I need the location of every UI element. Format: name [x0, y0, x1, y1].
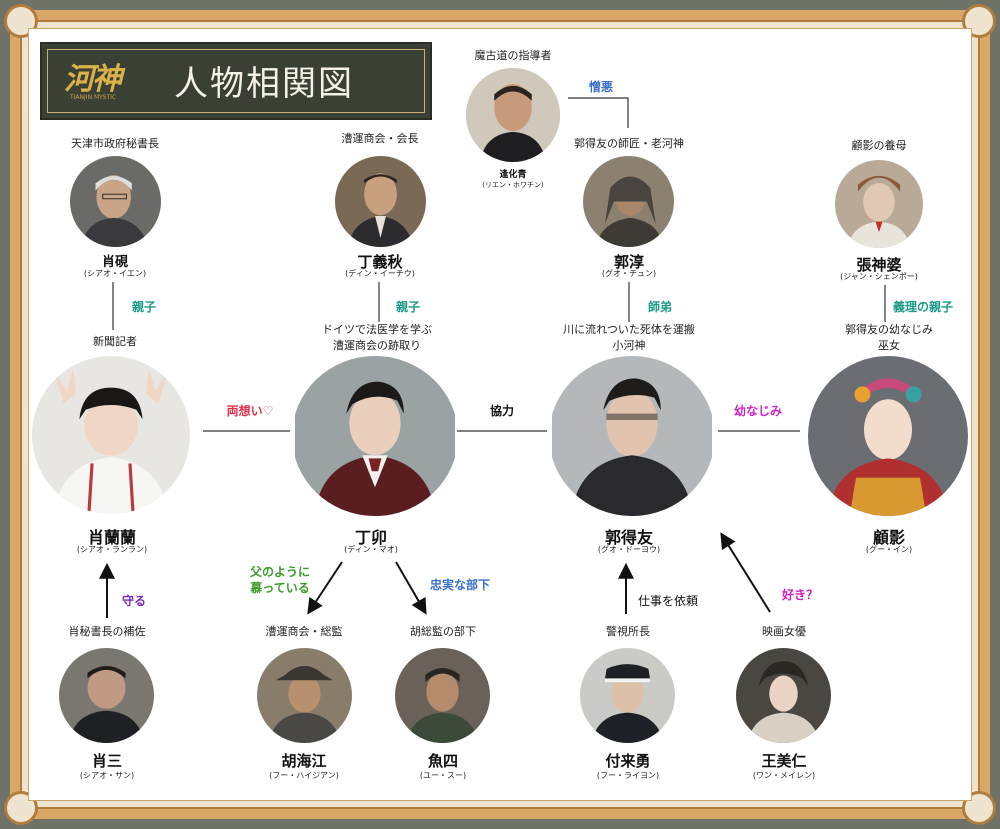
portrait-dingmao: [292, 356, 458, 516]
portrait-zhangshenpo: [835, 160, 923, 248]
line-lianhua-guochun: [568, 97, 629, 128]
reading-lanlan: (シアオ・ランラン): [76, 545, 148, 554]
role-huhaijiang: 漕運商会・総監: [265, 625, 343, 638]
name-yusi: 魚四: [427, 752, 459, 770]
name-fulaiyong: 付来勇: [605, 752, 651, 770]
corner-ornament: [962, 791, 996, 825]
relation-dingmao-hu: 父のように 慕っている: [249, 565, 311, 595]
relation-guochun-guodeyou: 師弟: [647, 300, 673, 314]
relation-lianhua-guochun: 憎悪: [588, 80, 614, 94]
reading-dingmao: (ディン・マオ): [344, 545, 398, 554]
role-dingmao: ドイツで法医学を学ぶ 漕運商会の跡取り: [322, 323, 432, 352]
portrait-fulaiyong: [580, 648, 675, 743]
role-lanlan: 新聞記者: [93, 335, 137, 348]
portrait-lanlan: [32, 356, 190, 514]
role-dingyiqiu: 漕運商会・会長: [341, 132, 419, 145]
arrow-wang-guodeyou: [720, 532, 771, 613]
page-title: 人物相関図: [174, 64, 354, 104]
role-wangmeiren: 映画女優: [762, 625, 806, 638]
portrait-guying: [808, 356, 968, 516]
arrow-dingmao-hu: [307, 561, 343, 615]
reading-fulaiyong: (フー・ライヨン): [596, 771, 660, 780]
reading-guying: (グー・イン): [865, 545, 913, 554]
relation-xiaosan-lanlan: 守る: [121, 594, 147, 608]
reading-dingyiqiu: (ディン・イーチウ): [345, 269, 415, 278]
reading-xiaoyan: (シアオ・イエン): [83, 269, 147, 278]
reading-lianhuaqing: (リエン・ホワチン): [482, 181, 544, 189]
role-xiaoyan: 天津市政府秘書長: [71, 137, 159, 150]
name-guodeyou: 郭得友: [604, 528, 654, 547]
relation-dingmao-yusi: 忠実な部下: [429, 578, 491, 592]
reading-wangmeiren: (ワン・メイレン): [752, 771, 816, 780]
arrow-dingmao-yusi: [395, 561, 427, 615]
relation-guodeyou-guying: 幼なじみ: [733, 404, 783, 418]
reading-huhaijiang: (フー・ハイジアン): [269, 771, 339, 780]
name-guying: 顧影: [872, 528, 906, 547]
portrait-xiaoyan: [70, 156, 161, 247]
title-banner: 河神 TIANJIN MYSTIC 人物相関図: [40, 42, 432, 120]
reading-guochun: (グオ・チュン): [601, 269, 657, 278]
relation-lanlan-dingmao: 両想い♡: [226, 404, 274, 418]
reading-zhangshenpo: (ジャン・シェンポー): [840, 272, 918, 281]
reading-yusi: (ユー・スー): [419, 771, 467, 780]
name-guochun: 郭淳: [613, 253, 645, 271]
relation-zhang-guying: 義理の親子: [892, 300, 954, 314]
portrait-guodeyou: [549, 356, 715, 516]
name-lanlan: 肖蘭蘭: [87, 528, 137, 547]
logo-subtitle: TIANJIN MYSTIC: [70, 94, 117, 101]
name-zhangshenpo: 張神婆: [856, 256, 902, 274]
role-yusi: 胡総監の部下: [410, 625, 476, 638]
name-xiaosan: 肖三: [91, 752, 123, 770]
logo: 河神: [64, 62, 122, 97]
portrait-dingyiqiu: [335, 156, 426, 247]
role-xiaosan: 肖秘書長の補佐: [68, 625, 146, 638]
role-guochun: 郭得友の師匠・老河神: [574, 137, 684, 150]
relation-xiaoyan-lanlan: 親子: [131, 300, 157, 314]
name-dingyiqiu: 丁義秋: [357, 253, 403, 271]
reading-guodeyou: (グオ・ドーヨウ): [597, 545, 661, 554]
portrait-lianhuaqing: [466, 68, 560, 162]
name-wangmeiren: 王美仁: [761, 752, 807, 770]
role-guying: 郭得友の幼なじみ 巫女: [845, 323, 933, 352]
name-dingmao: 丁卯: [354, 528, 388, 547]
relation-dingmao-guodeyou: 協力: [489, 404, 515, 418]
relation-dingyiqiu-dingmao: 親子: [395, 300, 421, 314]
portrait-yusi: [395, 648, 490, 743]
name-lianhuaqing: 逢化青: [499, 170, 527, 180]
portrait-wangmeiren: [736, 648, 831, 743]
role-zhangshenpo: 顧影の養母: [851, 139, 907, 152]
role-guodeyou: 川に流れついた死体を運搬 小河神: [563, 323, 695, 352]
reading-xiaosan: (シアオ・サン): [79, 771, 135, 780]
name-xiaoyan: 肖硯: [101, 255, 129, 270]
role-fulaiyong: 警視所長: [606, 625, 650, 638]
name-huhaijiang: 胡海江: [281, 752, 327, 770]
relation-wang-guodeyou: 好き？: [781, 588, 819, 602]
role-lianhuaqing: 魔古道の指導者: [474, 49, 552, 62]
portrait-guochun: [583, 156, 674, 247]
portrait-xiaosan: [59, 648, 154, 743]
portrait-huhaijiang: [257, 648, 352, 743]
relation-fu-guodeyou: 仕事を依頼: [637, 594, 699, 608]
